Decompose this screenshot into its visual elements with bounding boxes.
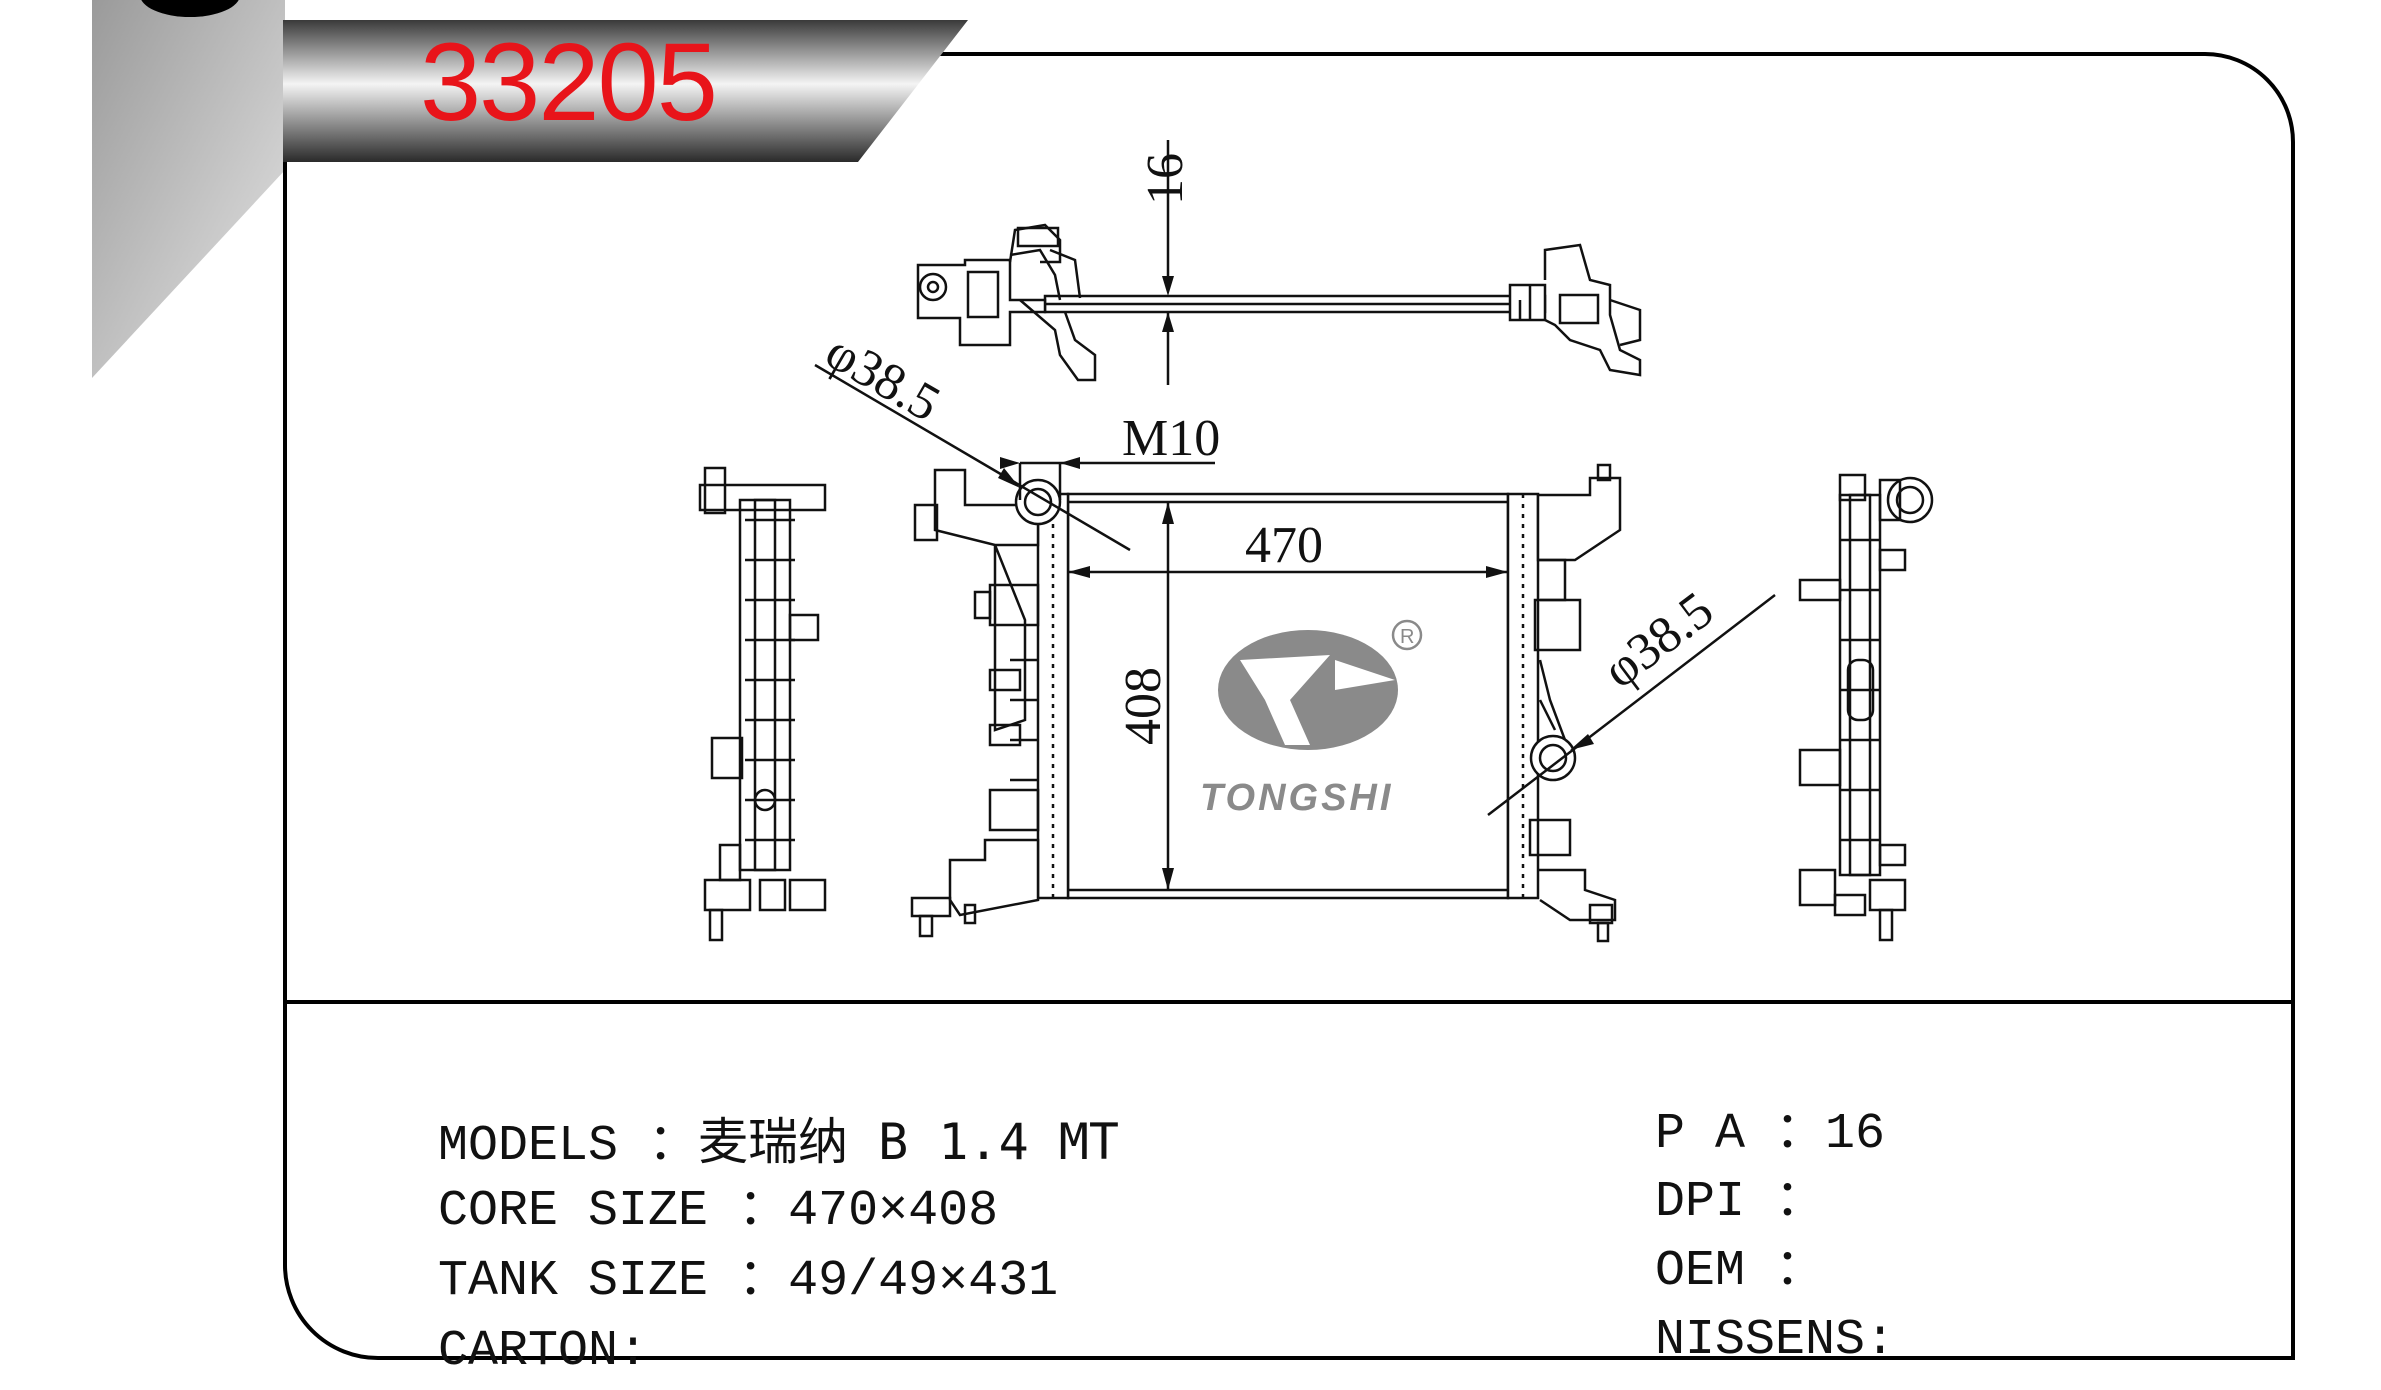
spec-nissens: NISSENS: xyxy=(1595,1266,1895,1366)
spec-oem: OEM ： xyxy=(1595,1197,1825,1297)
spec-core-size-label: CORE SIZE xyxy=(438,1183,709,1240)
registered-mark: R xyxy=(1400,626,1414,648)
logo-emblem xyxy=(1218,630,1398,750)
spec-tank-size-sep: ： xyxy=(738,1253,789,1310)
spec-models-label: MODELS xyxy=(438,1118,619,1175)
spec-oem-sep: ： xyxy=(1775,1243,1826,1300)
corner-dot xyxy=(141,0,239,17)
spec-core-size: CORE SIZE ：470×408 xyxy=(378,1137,998,1237)
spec-core-size-sep: ： xyxy=(738,1183,789,1240)
spec-models-value: 麦瑞纳 B 1.4 MT xyxy=(698,1113,1119,1171)
spec-carton-sep: : xyxy=(618,1323,649,1380)
spec-tank-size-value: 49/49×431 xyxy=(788,1253,1059,1310)
spec-tank-size: TANK SIZE ：49/49×431 xyxy=(378,1207,1058,1307)
spec-pa-sep: ： xyxy=(1775,1106,1826,1163)
spec-oem-label: OEM xyxy=(1655,1243,1746,1300)
spec-models: MODELS ：麦瑞纳 B 1.4 MT xyxy=(378,1067,1119,1172)
spec-dpi: DPI ： xyxy=(1595,1128,1825,1228)
spec-models-sep: ： xyxy=(648,1118,699,1175)
spec-pa: P A ：16 xyxy=(1595,1060,1885,1160)
drawing-frame xyxy=(283,52,2295,1360)
dim-inlet-diameter: φ38.5 xyxy=(816,323,949,433)
corner-decoration xyxy=(92,0,285,378)
dim-pa-height: 16 xyxy=(1137,153,1194,205)
spec-core-size-value: 470×408 xyxy=(788,1183,999,1240)
logo-brand-text: TONGSHI xyxy=(1200,777,1393,819)
spec-pa-value: 16 xyxy=(1825,1106,1886,1163)
dim-core-height: 408 xyxy=(1115,667,1172,745)
dim-core-width: 470 xyxy=(1245,517,1323,574)
spec-tank-size-label: TANK SIZE xyxy=(438,1253,709,1310)
tongshi-logo: R TONGSHI xyxy=(1200,619,1423,819)
header-tab xyxy=(283,20,968,162)
spec-dpi-label: DPI xyxy=(1655,1174,1746,1231)
spec-nissens-sep: : xyxy=(1865,1312,1896,1369)
registered-mark-icon xyxy=(1391,619,1423,651)
frame-divider xyxy=(283,1000,2295,1004)
right-side-view xyxy=(1798,473,1934,942)
spec-carton: CARTON: xyxy=(378,1277,648,1377)
dim-drain-thread: M10 xyxy=(1122,410,1220,467)
top-view xyxy=(916,140,1642,385)
spec-nissens-label: NISSENS xyxy=(1655,1312,1866,1369)
spec-carton-label: CARTON xyxy=(438,1323,619,1380)
left-side-view xyxy=(698,466,827,942)
part-number: 33205 xyxy=(420,21,718,144)
radiator-drawing: 16 xyxy=(698,140,1934,943)
spec-pa-label: P A xyxy=(1655,1106,1746,1163)
dim-outlet-diameter: φ38.5 xyxy=(1593,581,1724,699)
spec-dpi-sep: ： xyxy=(1775,1174,1826,1231)
